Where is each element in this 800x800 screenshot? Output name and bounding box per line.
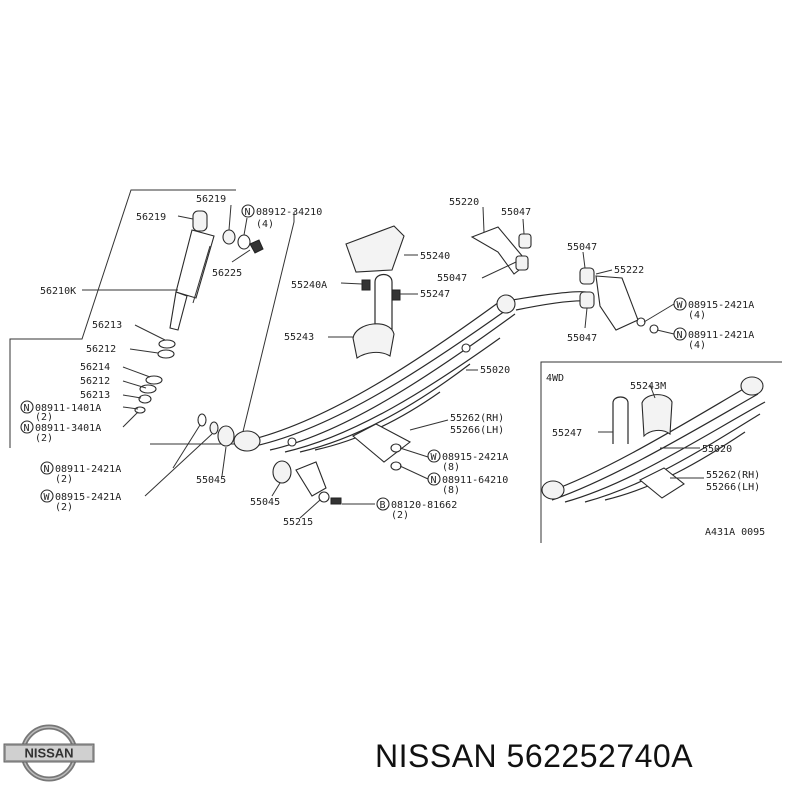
part-label: (4): [688, 310, 706, 321]
part-label: 08911-2421A: [55, 464, 121, 475]
part-label: 55047: [567, 333, 597, 344]
part-label: (2): [391, 510, 409, 521]
marker-n: N: [24, 423, 30, 434]
nissan-logo: NISSAN: [3, 724, 95, 782]
part-label: (4): [688, 340, 706, 351]
spring-seat-plate: [352, 423, 412, 471]
part-label: 08911-1401A: [35, 403, 101, 414]
part-label: 55266(LH): [706, 482, 760, 493]
part-label: 55047: [501, 207, 531, 218]
bushing: [222, 229, 264, 254]
front-hanger: [579, 267, 659, 334]
part-label: 56213: [80, 390, 110, 401]
part-label: (4): [256, 219, 274, 230]
part-label: 55247: [552, 428, 582, 439]
leaf-spring-4wd: [541, 376, 766, 503]
part-label: 08911-3401A: [35, 423, 101, 434]
leader-lines: [82, 204, 704, 519]
part-label: (8): [442, 462, 460, 473]
part-label: 55266(LH): [450, 425, 504, 436]
part-label: (2): [55, 502, 73, 513]
part-label: 55222: [614, 265, 644, 276]
part-label: (2): [55, 474, 73, 485]
part-number-caption: NISSAN 562252740A: [375, 738, 694, 774]
spring-pad: [352, 323, 395, 359]
marker-n: N: [431, 475, 437, 486]
part-label: 56219: [136, 212, 166, 223]
part-labels: 56219 56219 08912-34210 (4) 56225 56210K…: [35, 194, 765, 538]
inset-frame: [540, 361, 782, 543]
part-label: (8): [442, 485, 460, 496]
marker-n: N: [44, 464, 50, 475]
logo-wordmark: NISSAN: [24, 746, 73, 761]
part-label: (2): [35, 433, 53, 444]
part-label: 55045: [196, 475, 226, 486]
part-label: 56210K: [40, 286, 76, 297]
part-label: (2): [35, 412, 53, 423]
part-label: 08911-64210: [442, 475, 508, 486]
marker-w: W: [44, 492, 51, 503]
part-label: 08120-81662: [391, 500, 457, 511]
part-label: 08915-2421A: [688, 300, 754, 311]
diagram-reference-code: A431A 0095: [705, 527, 765, 538]
part-label: 56214: [80, 362, 110, 373]
part-label: 08915-2421A: [55, 492, 121, 503]
shock-absorber: [169, 210, 215, 331]
group-bracket-line: [9, 189, 236, 448]
front-shackle-parts: [197, 413, 342, 505]
part-label: 08915-2421A: [442, 452, 508, 463]
marker-n: N: [677, 330, 683, 341]
leaf-spring: [233, 291, 591, 453]
part-label: 55045: [250, 497, 280, 508]
part-label: 55215: [283, 517, 313, 528]
part-label: 56213: [92, 320, 122, 331]
marker-n: N: [24, 403, 30, 414]
part-label: 55047: [567, 242, 597, 253]
part-label: 55020: [480, 365, 510, 376]
part-label: 08912-34210: [256, 207, 322, 218]
part-label: 55240A: [291, 280, 327, 291]
marker-w: W: [677, 300, 684, 311]
bump-stopper: [345, 225, 405, 273]
part-label: 56225: [212, 268, 242, 279]
part-label: 55262(RH): [450, 413, 504, 424]
part-label: 55220: [449, 197, 479, 208]
marker-n: N: [245, 207, 251, 218]
part-label: 4WD: [546, 373, 564, 384]
part-label: 55240: [420, 251, 450, 262]
part-label: 55262(RH): [706, 470, 760, 481]
part-label: 55243: [284, 332, 314, 343]
part-label: 56212: [86, 344, 116, 355]
part-label: 56212: [80, 376, 110, 387]
part-label: 55243M: [630, 381, 666, 392]
marker-b: B: [380, 500, 386, 511]
part-label: 55047: [437, 273, 467, 284]
rear-shackle: [470, 226, 532, 275]
part-label: 56219: [196, 194, 226, 205]
group-bracket-line: [150, 212, 295, 445]
marker-w: W: [431, 452, 438, 463]
part-label: 55247: [420, 289, 450, 300]
circled-markers: N N N N W B W N W N: [20, 204, 687, 511]
part-label: 55020: [702, 444, 732, 455]
part-label: 08911-2421A: [688, 330, 754, 341]
